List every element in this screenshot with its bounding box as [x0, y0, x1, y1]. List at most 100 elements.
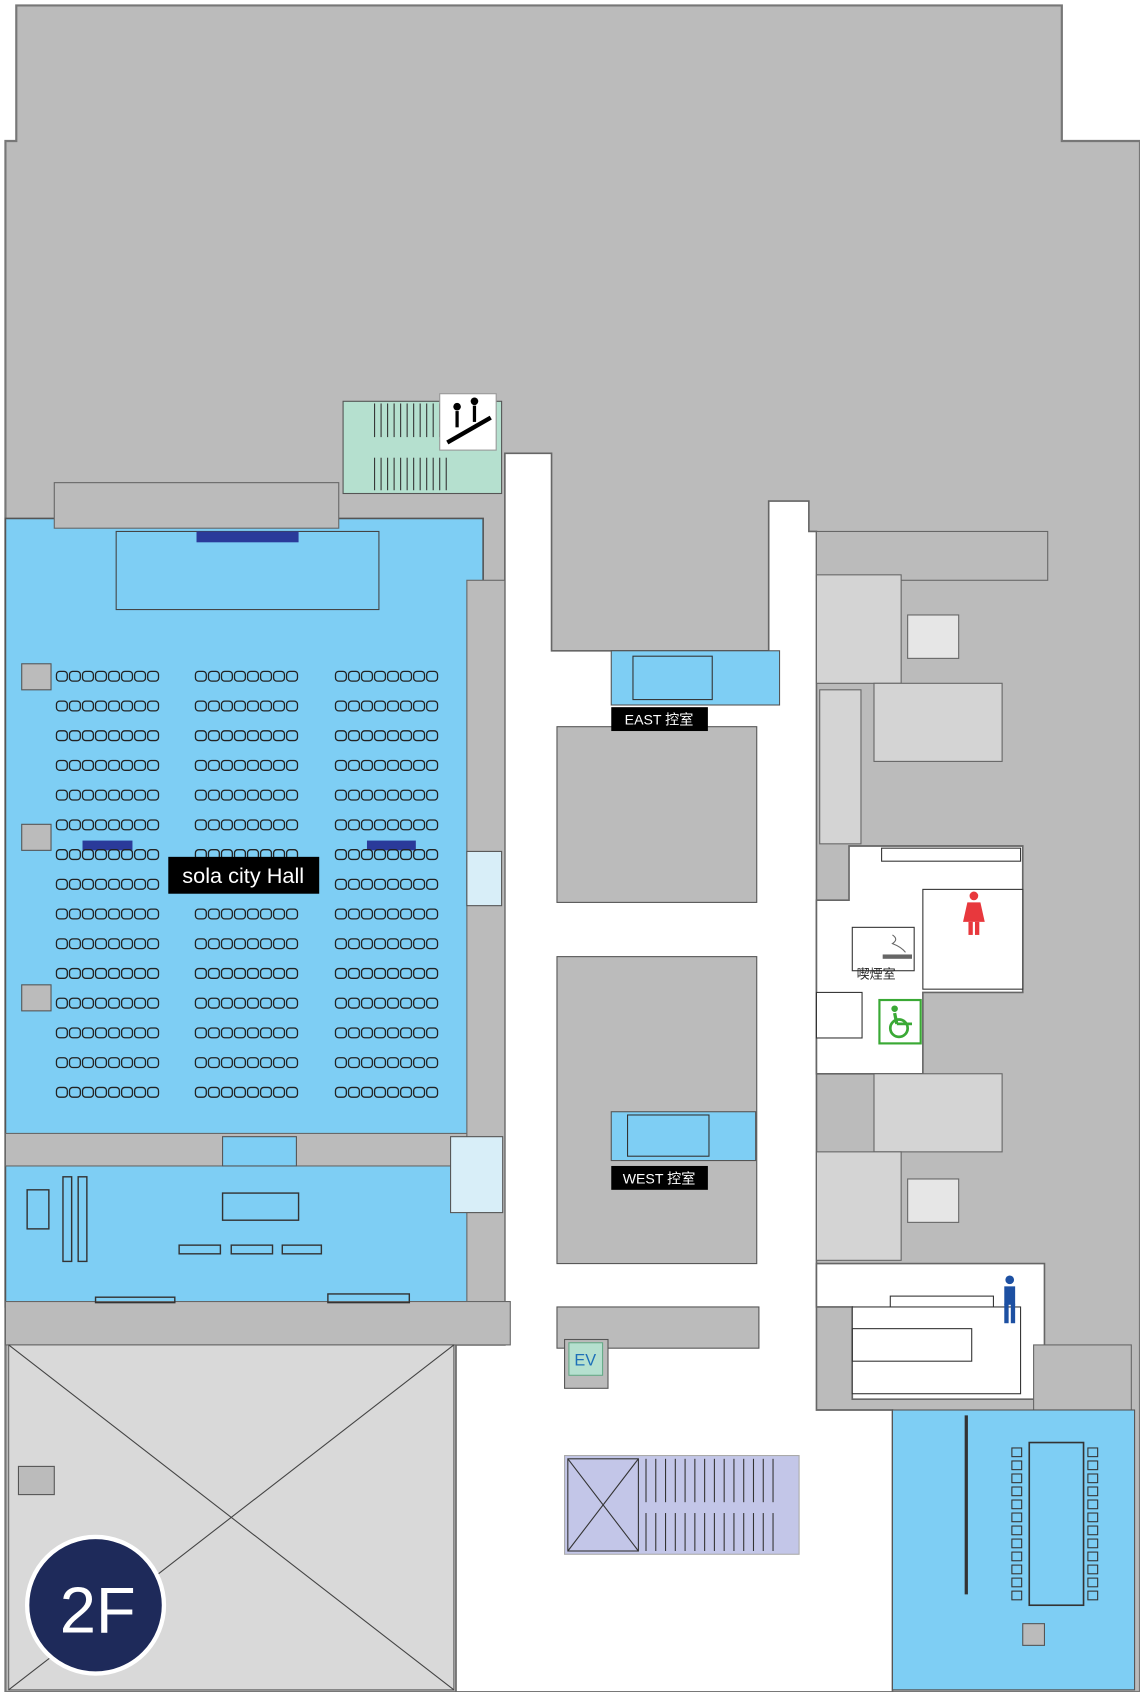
seat — [334, 759, 347, 771]
seat — [107, 730, 121, 742]
seat — [259, 730, 273, 742]
seat — [107, 849, 121, 861]
seat — [68, 967, 81, 979]
seat — [360, 849, 374, 861]
seat — [347, 997, 361, 1009]
seat — [107, 997, 121, 1009]
seat — [120, 997, 134, 1009]
floor-label: 2F — [60, 1573, 136, 1646]
seat — [120, 700, 134, 712]
seat — [120, 819, 134, 831]
seat — [120, 908, 134, 920]
seat — [334, 789, 347, 801]
seat — [120, 849, 134, 861]
hall-stage-back — [53, 482, 340, 529]
seat — [246, 1027, 260, 1039]
seat — [207, 1027, 220, 1039]
seat — [194, 938, 207, 950]
seat — [94, 670, 108, 682]
seat — [285, 1086, 299, 1098]
seat — [233, 700, 247, 712]
seat — [373, 819, 387, 831]
seat — [120, 878, 134, 890]
seat — [347, 730, 361, 742]
seat — [285, 908, 299, 920]
seat — [207, 670, 220, 682]
seat — [207, 819, 220, 831]
seat — [259, 997, 273, 1009]
seat — [147, 1027, 160, 1039]
seat — [347, 1086, 361, 1098]
seat — [55, 908, 68, 920]
seat — [233, 967, 247, 979]
smoking-icon — [882, 934, 912, 959]
seat — [94, 730, 108, 742]
seat — [81, 967, 95, 979]
hall-label-bg — [168, 856, 320, 894]
seat — [94, 1057, 108, 1069]
seat — [426, 849, 439, 861]
seat — [147, 908, 160, 920]
seat — [373, 1027, 387, 1039]
seat — [399, 789, 413, 801]
seat — [68, 878, 81, 890]
seat — [94, 878, 108, 890]
seat — [120, 789, 134, 801]
seat — [68, 819, 81, 831]
seat — [94, 789, 108, 801]
seat — [81, 997, 95, 1009]
seat — [55, 997, 68, 1009]
seat — [194, 759, 207, 771]
seat — [81, 789, 95, 801]
seat — [413, 1086, 426, 1098]
seat — [426, 938, 439, 950]
seat — [386, 819, 400, 831]
seat — [68, 997, 81, 1009]
seat — [426, 789, 439, 801]
elevator-label: EV — [574, 1352, 596, 1370]
seat — [426, 1086, 439, 1098]
seat — [347, 819, 361, 831]
seat — [68, 730, 81, 742]
seat — [55, 967, 68, 979]
lobby-furniture — [26, 1176, 411, 1304]
seat — [334, 849, 347, 861]
seat — [107, 967, 121, 979]
seat — [399, 1086, 413, 1098]
east-room-label: EAST 控室 — [625, 712, 694, 728]
seat — [81, 878, 95, 890]
seat — [194, 1057, 207, 1069]
smoking-room — [851, 926, 915, 972]
seat — [81, 730, 95, 742]
seat — [233, 1027, 247, 1039]
seat — [81, 1027, 95, 1039]
seat — [107, 1057, 121, 1069]
seat — [334, 938, 347, 950]
seat — [81, 1086, 95, 1098]
seat — [259, 789, 273, 801]
seat — [94, 997, 108, 1009]
seat — [107, 908, 121, 920]
seat — [272, 759, 286, 771]
seat — [120, 730, 134, 742]
seat — [259, 819, 273, 831]
seat — [207, 1086, 220, 1098]
seat — [133, 1086, 147, 1098]
stairs-south — [564, 1455, 800, 1555]
seat — [220, 967, 233, 979]
west-room-label: WEST 控室 — [623, 1170, 696, 1186]
seat — [233, 759, 247, 771]
seat — [120, 759, 134, 771]
west-room-label-bg — [611, 1165, 708, 1190]
seat — [259, 967, 273, 979]
seat — [133, 997, 147, 1009]
seat — [246, 1086, 260, 1098]
seat — [347, 938, 361, 950]
seat — [285, 819, 299, 831]
seat — [94, 849, 108, 861]
seat — [194, 997, 207, 1009]
seat — [347, 759, 361, 771]
seat — [426, 700, 439, 712]
seat — [194, 908, 207, 920]
seat — [386, 1027, 400, 1039]
